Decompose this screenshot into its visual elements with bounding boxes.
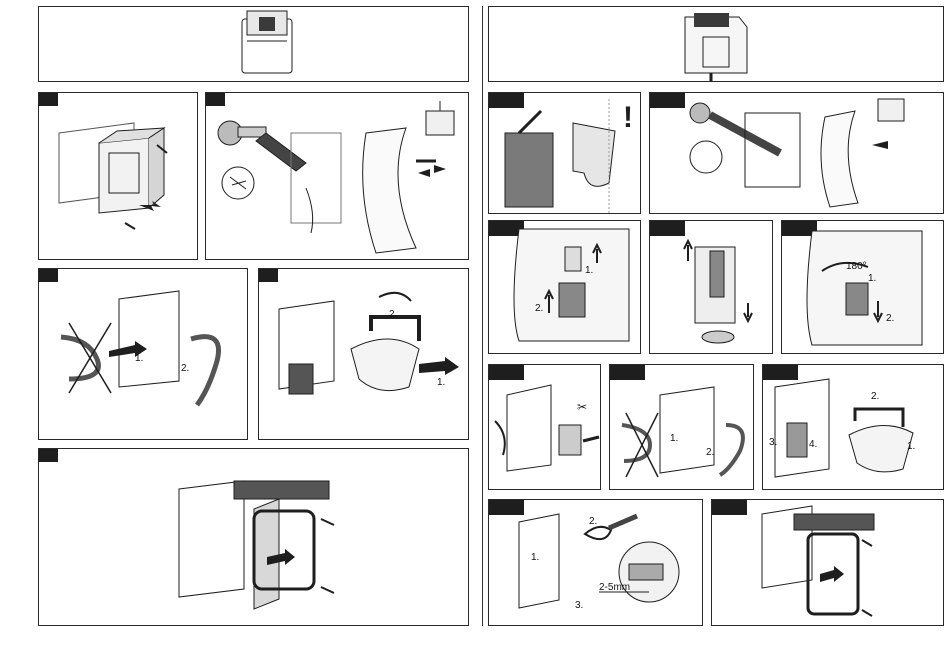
frame-attach-right-illustration [712,500,944,626]
panel-step-cable-right [649,92,944,214]
panel-step-valve-lift: 1. 2. [488,220,641,354]
step-2-label: 2. [886,313,894,324]
panel-step-attach-frame-right [711,499,944,626]
step-4-label: 4. [809,439,817,450]
step-2-label: 2. [871,391,879,402]
actuator-adjust-illustration: 2-5mm 1. 2. 3. [489,500,703,626]
step-1-label: 1. [437,377,445,388]
valve-rotate-illustration: 180° 1. 2. [782,221,944,354]
step-1-label: 1. [135,353,143,364]
page-divider [482,6,483,626]
rotation-angle-label: 180° [846,261,867,272]
junction-box-illustration [39,93,198,260]
panel-step-install-box [38,92,198,260]
panel-step-connect-cable [205,92,469,260]
panel-step-replace-hose-right: 1. 2. [609,364,754,490]
step-2-label: 2. [181,363,189,374]
panel-step-mount-valve: 2. 1. [258,268,469,440]
step-1-label: 1. [907,441,915,452]
panel-step-wall-panel: ! [488,92,641,214]
scissors-icon: ✂ [577,400,587,414]
frame-attach-illustration [39,449,469,626]
panel-overview-cistern [488,6,944,82]
cable-cut-illustration: ✂ [489,365,601,490]
valve-mount-right-illustration: 2. 1. 3. 4. [763,365,944,490]
panel-step-valve-remove [649,220,773,354]
step-3-label: 3. [769,437,777,448]
valve-mount-illustration: 2. 1. [259,269,469,440]
measure-label: 2-5mm [599,582,630,593]
panel-step-adjust-actuator: 2-5mm 1. 2. 3. [488,499,703,626]
valve-lift-illustration: 1. 2. [489,221,641,354]
panel-step-attach-frame [38,448,469,626]
panel-step-rotate-valve: 180° 1. 2. [781,220,944,354]
hose-replace-illustration: 1. 2. [39,269,248,440]
step-1-label: 1. [868,273,876,284]
cable-connection-right-illustration [650,93,944,214]
panel-step-mount-valve-right: 2. 1. 3. 4. [762,364,944,490]
wall-panel-illustration: ! [489,93,641,214]
step-2-label: 2. [535,303,543,314]
step-2-label: 2. [589,516,597,527]
cable-connection-illustration [206,93,469,260]
warning-mark: ! [623,101,633,134]
panel-step-replace-hose: 1. 2. [38,268,248,440]
step-1-label: 1. [531,552,539,563]
step-2-label: 2. [389,309,397,320]
step-2-label: 2. [706,447,714,458]
cistern-illustration [489,7,944,82]
hose-replace-right-illustration: 1. 2. [610,365,754,490]
panel-overview-module [38,6,469,82]
module-illustration [39,7,469,82]
valve-remove-illustration [650,221,773,354]
step-3-label: 3. [575,600,583,611]
step-1-label: 1. [585,265,593,276]
panel-step-cut-cable: ✂ [488,364,601,490]
step-1-label: 1. [670,433,678,444]
